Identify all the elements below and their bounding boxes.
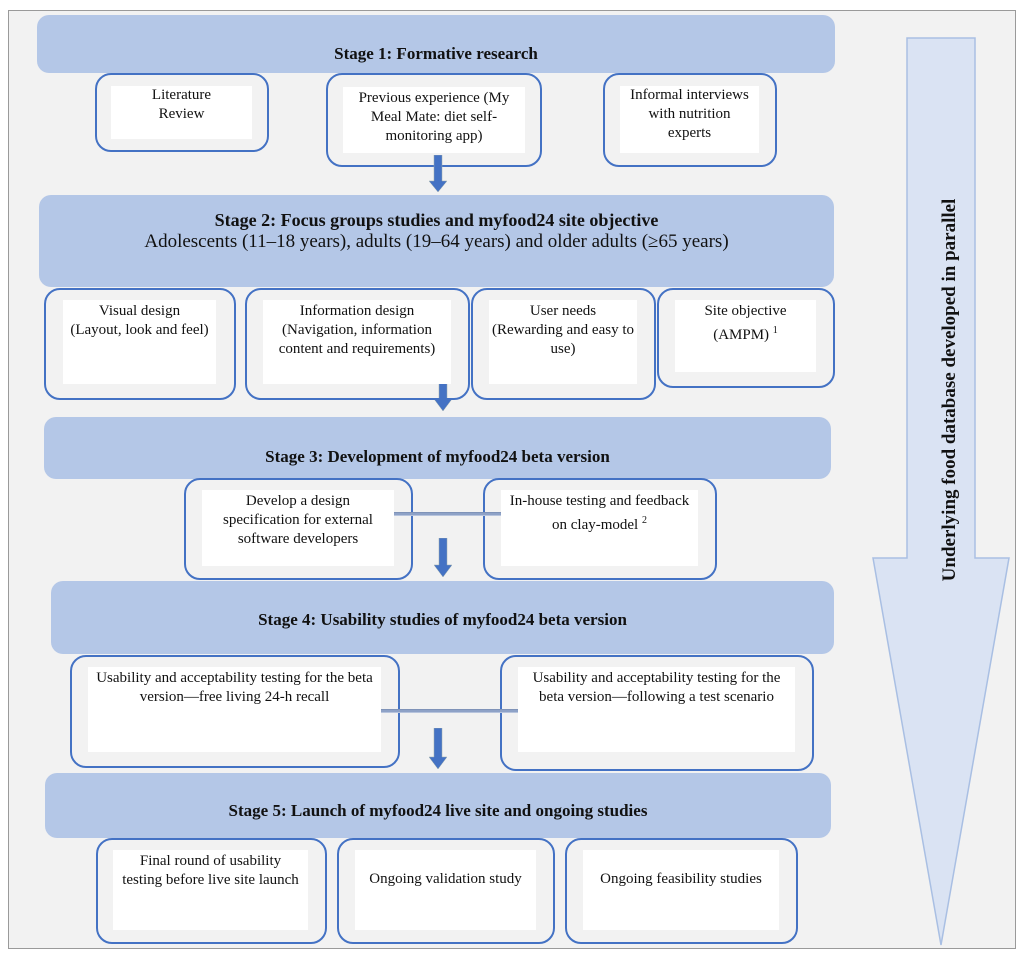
in-house-testing-box	[483, 478, 717, 580]
down-arrow-icon	[429, 155, 447, 193]
validation-study-text: Ongoing validation study	[355, 850, 536, 930]
previous-experience-text: Previous experience (My Meal Mate: diet …	[343, 87, 525, 153]
usability-test-scenario-text: Usability and acceptability testing for …	[518, 667, 795, 752]
design-spec-text: Develop a design specification for exter…	[202, 490, 394, 566]
design-spec-box	[184, 478, 413, 580]
footnote-1: 1	[772, 325, 778, 336]
in-house-testing-text: In-house testing and feedback on clay-mo…	[501, 490, 698, 566]
final-usability-text: Final round of usability testing before …	[113, 850, 308, 930]
visual-design-detail: (Layout, look and feel)	[70, 322, 209, 338]
literature-review-box	[95, 73, 269, 152]
informal-interviews-text: Informal interviews with nutrition exper…	[620, 86, 759, 153]
feasibility-studies-text: Ongoing feasibility studies	[583, 850, 779, 930]
stage-5-title: Stage 5: Launch of myfood24 live site an…	[228, 801, 648, 820]
information-design-text: Information design (Navigation, informati…	[263, 300, 451, 384]
stage-2-subtitle: Adolescents (11–18 years), adults (19–64…	[144, 231, 729, 252]
stage-4-banner: Stage 4: Usability studies of myfood24 b…	[51, 581, 834, 654]
usability-free-living-text: Usability and acceptability testing for …	[88, 667, 381, 752]
user-needs-box	[471, 288, 656, 400]
feasibility-studies-box	[565, 838, 798, 944]
stage-3-banner: Stage 3: Development of myfood24 beta ve…	[44, 417, 831, 479]
informal-interviews-box	[603, 73, 777, 167]
down-arrow-icon	[434, 538, 452, 578]
connector-line	[381, 709, 518, 713]
stage-1-title: Stage 1: Formative research	[334, 44, 538, 63]
stage-3-title: Stage 3: Development of myfood24 beta ve…	[265, 447, 610, 466]
site-objective-detail: (AMPM) 1	[675, 321, 816, 345]
validation-study-box	[337, 838, 555, 944]
stage-4-title: Stage 4: Usability studies of myfood24 b…	[258, 610, 627, 629]
usability-test-scenario-box	[500, 655, 814, 771]
stage-2-title: Stage 2: Focus groups studies and myfood…	[214, 210, 659, 230]
visual-design-text: Visual design (Layout, look and feel)	[63, 300, 216, 384]
information-design-box	[245, 288, 470, 400]
site-objective-box	[657, 288, 835, 388]
final-usability-box	[96, 838, 327, 944]
information-design-title: Information design	[299, 303, 415, 319]
stage-2-banner: Stage 2: Focus groups studies and myfood…	[39, 195, 834, 287]
information-design-detail: (Navigation, information content and req…	[278, 322, 436, 357]
user-needs-title: User needs	[529, 303, 597, 319]
literature-review-text: Literature Review	[111, 86, 252, 139]
connector-line	[394, 512, 501, 516]
visual-design-title: Visual design	[98, 303, 181, 319]
stage-1-banner: Stage 1: Formative research	[37, 15, 835, 73]
site-objective-ampm: (AMPM)	[713, 327, 770, 343]
side-arrow-label: Underlying food database developed in pa…	[939, 198, 960, 582]
user-needs-text: User needs (Rewarding and easy to use)	[489, 300, 637, 384]
user-needs-detail: (Rewarding and easy to use)	[491, 322, 635, 357]
down-arrow-icon	[429, 728, 447, 770]
in-house-testing-label: In-house testing and feedback on clay-mo…	[509, 493, 690, 533]
site-objective-title: Site objective	[704, 303, 787, 319]
site-objective-text: Site objective (AMPM) 1	[675, 300, 816, 372]
visual-design-box	[44, 288, 236, 400]
footnote-2: 2	[641, 515, 647, 526]
stage-5-banner: Stage 5: Launch of myfood24 live site an…	[45, 773, 831, 838]
